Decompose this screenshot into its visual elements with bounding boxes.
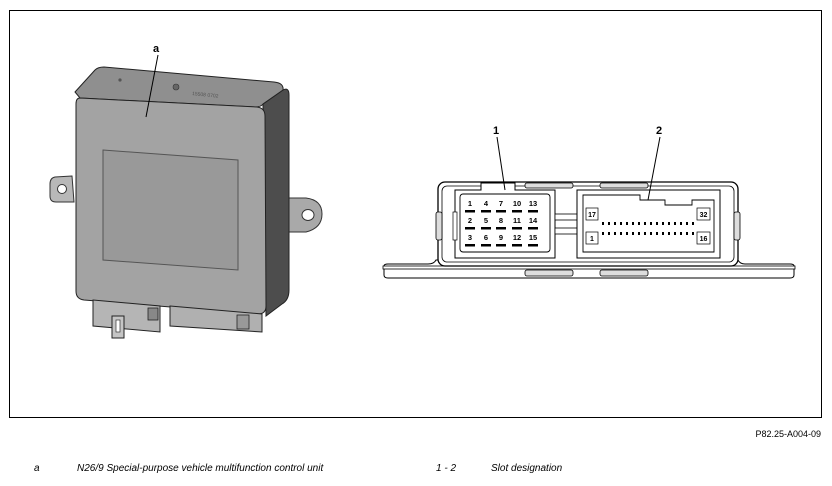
connector-1-pin: 6 xyxy=(481,233,491,247)
connector-1-pin: 9 xyxy=(496,233,506,247)
connector-1-pin: 2 xyxy=(465,216,475,230)
svg-text:13: 13 xyxy=(529,199,537,208)
svg-text:1: 1 xyxy=(468,199,472,208)
legend-key-a: a xyxy=(34,463,40,474)
svg-text:10: 10 xyxy=(513,199,521,208)
connector-1-pin: 12 xyxy=(512,233,522,247)
svg-text:2: 2 xyxy=(468,216,472,225)
connector-1-pin: 14 xyxy=(528,216,538,230)
connector-2-pin-row-top xyxy=(602,222,694,225)
svg-text:4: 4 xyxy=(484,199,489,208)
connector-1-pin: 10 xyxy=(512,199,522,213)
connector-1-pin: 5 xyxy=(481,216,491,230)
svg-text:5: 5 xyxy=(484,216,488,225)
callout-1: 1 xyxy=(493,125,499,137)
svg-text:12: 12 xyxy=(513,233,521,242)
legend-key-slots: 1 - 2 xyxy=(436,463,457,474)
svg-text:14: 14 xyxy=(529,216,538,225)
connector-2-pin-row-bottom xyxy=(602,232,694,235)
svg-text:9: 9 xyxy=(499,233,503,242)
connector-1-pin: 15 xyxy=(528,233,538,247)
svg-text:6: 6 xyxy=(484,233,488,242)
legend-text-a: N26/9 Special-purpose vehicle multifunct… xyxy=(77,463,324,474)
control-unit-front-view: 1 4 7 10 13 2 5 8 xyxy=(382,181,796,279)
svg-text:11: 11 xyxy=(513,216,521,225)
connector-2-pin-label: 16 xyxy=(700,236,708,243)
connector-2-pin-label: 17 xyxy=(588,212,596,219)
svg-text:15: 15 xyxy=(529,233,537,242)
connector-1-pin: 1 xyxy=(463,196,477,213)
connector-2-pin-label: 32 xyxy=(700,212,708,219)
svg-text:3: 3 xyxy=(468,233,472,242)
connector-2-pin-label: 1 xyxy=(590,236,594,243)
connector-1-pin: 13 xyxy=(528,199,538,213)
svg-text:8: 8 xyxy=(499,216,503,225)
figure-frame xyxy=(9,10,822,418)
callout-2: 2 xyxy=(656,125,662,137)
connector-1-pin: 4 xyxy=(481,199,491,213)
connector-1-pin: 3 xyxy=(465,233,475,247)
figure-reference: P82.25-A004-09 xyxy=(755,429,821,439)
control-unit-3d: 15508 0702 xyxy=(49,66,323,339)
svg-text:7: 7 xyxy=(499,199,503,208)
connector-1-pin: 11 xyxy=(512,216,522,230)
legend-text-slots: Slot designation xyxy=(491,463,563,474)
svg-text:15508 0702: 15508 0702 xyxy=(192,91,219,100)
connector-1-pin: 7 xyxy=(496,199,506,213)
callout-a: a xyxy=(153,43,160,55)
connector-1-pin: 8 xyxy=(496,216,506,230)
